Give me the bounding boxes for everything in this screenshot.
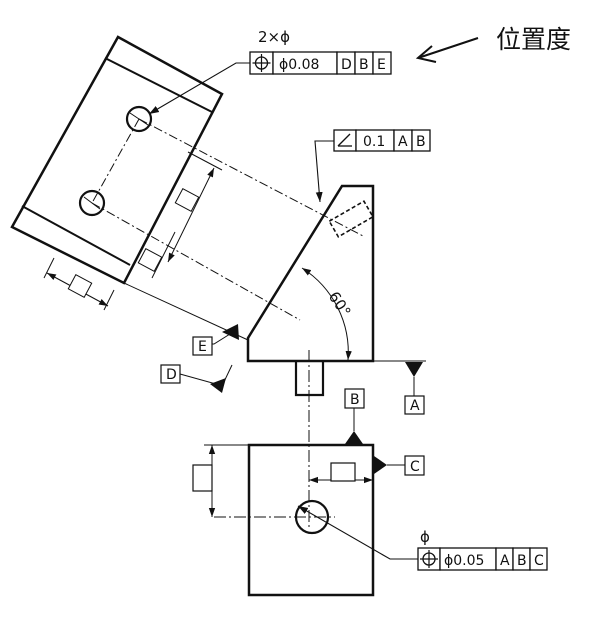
position-symbol-icon (420, 550, 438, 568)
position-callout-top: 2×ϕ ϕ0.08 D B E (148, 28, 392, 115)
bottom-block (192, 443, 375, 597)
angularity-symbol-icon (337, 133, 352, 147)
datum-ref-a: A (500, 553, 510, 569)
projection-lines (91, 118, 366, 341)
datum-b-label: B (350, 392, 360, 408)
basic-dim-box (192, 464, 213, 492)
datum-ref-c: C (534, 553, 544, 569)
angle-dimension: 60° (301, 267, 354, 361)
datum-a-label: A (410, 398, 420, 414)
datum-e-label: E (198, 339, 207, 355)
hidden-hole (328, 200, 375, 238)
hole-diameter-label: ϕ (420, 528, 430, 546)
datum-ref-a: A (398, 134, 408, 150)
datum-ref-d: D (341, 57, 352, 73)
basic-dim-box (67, 274, 93, 298)
datum-e-marker: E (192, 324, 239, 356)
datum-b-marker: B (344, 388, 365, 444)
datum-ref-b: B (416, 134, 426, 150)
angularity-tolerance: 0.1 (363, 134, 385, 150)
datum-d-marker: D (160, 364, 233, 393)
tolerance-value: ϕ0.08 (279, 57, 319, 73)
position-symbol-icon (252, 54, 271, 72)
datum-c-label: C (410, 459, 420, 475)
basic-dim-box (137, 248, 163, 272)
basic-dim-box (330, 462, 356, 482)
lower-hole (78, 189, 106, 217)
basic-dim-box (174, 188, 200, 212)
position-callout-bottom: ϕ ϕ0.05 A B C (297, 505, 548, 571)
datum-d-label: D (166, 367, 177, 383)
tilted-part (10, 35, 224, 311)
upper-hole (125, 105, 153, 133)
tolerance-value: ϕ0.05 (444, 553, 484, 569)
drawing-title: 位置度 (496, 25, 571, 54)
datum-ref-b: B (359, 57, 369, 73)
datum-a-marker: A (373, 360, 426, 415)
angularity-callout: 0.1 A B (314, 129, 431, 203)
datum-c-marker: C (374, 455, 425, 476)
datum-ref-e: E (377, 57, 386, 73)
hole-count-label: 2×ϕ (258, 28, 290, 46)
arrow-left-icon (415, 37, 479, 63)
angled-block (246, 184, 375, 530)
datum-ref-b: B (517, 553, 527, 569)
